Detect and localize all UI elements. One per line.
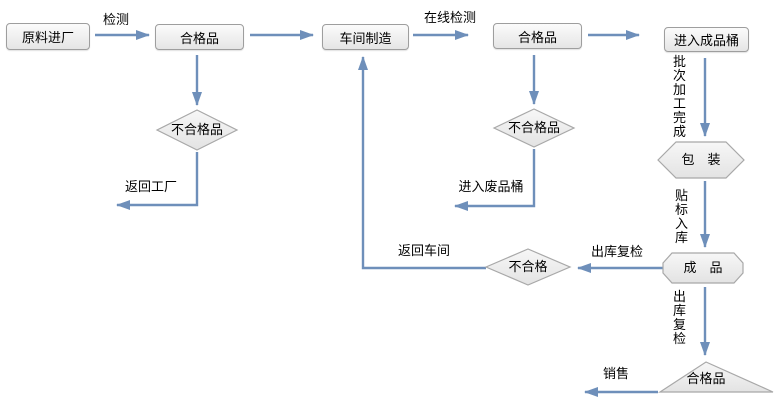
octagon-finished-product	[662, 252, 744, 284]
edge-recheck-fail-to-workshop	[358, 56, 486, 270]
edge-label-enter-waste-barrel: 进入废品桶	[458, 180, 524, 195]
triangle-qualified-final	[657, 361, 774, 393]
edge-label-online-inspection: 在线检测	[423, 11, 476, 26]
diamond-recheck-fail	[484, 248, 572, 286]
edge-label-return-factory: 返回工厂	[124, 180, 177, 195]
node-qualified-b: 合格品	[493, 23, 582, 49]
diamond-unqualified-a-label: 不合格品	[170, 123, 223, 138]
triangle-qualified-final-label: 合格品	[686, 372, 726, 387]
node-raw-material-label: 原料进厂	[21, 31, 74, 46]
diamond-unqualified-b-label: 不合格品	[507, 121, 560, 136]
edge-label-return-workshop: 返回车间	[397, 244, 450, 259]
node-workshop: 车间制造	[322, 24, 409, 50]
diamond-unqualified-a	[155, 109, 239, 151]
node-workshop-label: 车间制造	[339, 31, 392, 47]
edge-label-batch-processing-done: 批次加工完成	[672, 55, 686, 141]
node-raw-material: 原料进厂	[6, 23, 90, 50]
diamond-recheck-fail-label: 不合格	[508, 260, 548, 275]
edge-label-inspection: 检测	[102, 13, 129, 28]
edge-label-outbound-recheck: 出库复检	[590, 245, 643, 260]
edge-unqualified-a-return-factory	[116, 152, 199, 210]
edge-unqualified-b-to-waste	[454, 149, 536, 211]
node-qualified-b-label: 合格品	[517, 30, 557, 46]
edge-label-outbound-recheck-vertical: 出库复检	[672, 290, 686, 348]
octagon-finished-product-label: 成 品	[683, 261, 723, 276]
node-finished-barrel: 进入成品桶	[664, 27, 749, 52]
node-qualified-a-label: 合格品	[179, 31, 219, 47]
node-qualified-a: 合格品	[155, 24, 244, 50]
edge-label-label-and-store: 贴标入库	[674, 189, 688, 247]
hexagon-packaging	[657, 141, 745, 179]
diamond-unqualified-b	[492, 108, 576, 148]
hexagon-packaging-label: 包 装	[681, 153, 721, 168]
node-finished-barrel-label: 进入成品桶	[673, 34, 739, 49]
edge-label-sales: 销售	[602, 367, 629, 382]
